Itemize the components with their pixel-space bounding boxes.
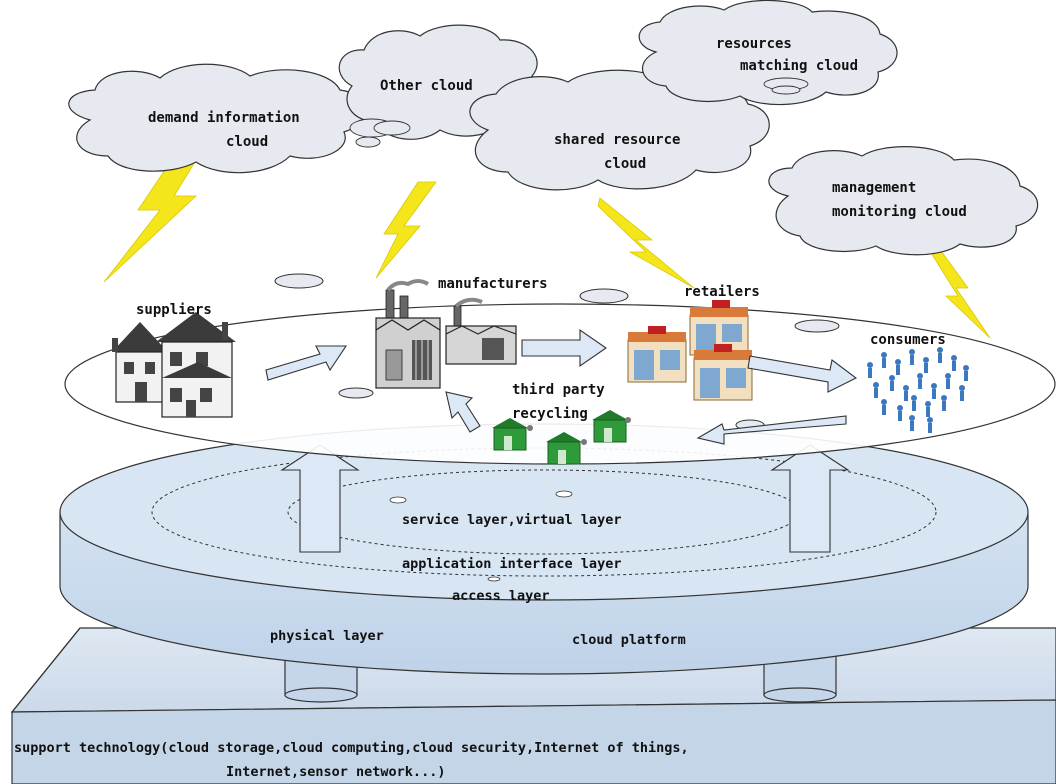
arrow-manufacturers-to-retailers	[521, 328, 607, 368]
demand-cloud-label-line1: demand information	[148, 110, 300, 126]
demand-cloud-label-line2: cloud	[226, 134, 268, 150]
management-cloud-label-line2: monitoring cloud	[832, 204, 967, 220]
up-arrow-left	[280, 444, 360, 553]
support-technology-label-line2: Internet,sensor network...)	[226, 764, 445, 780]
retailers-label: retailers	[684, 284, 760, 300]
recycling-label-line1: third party	[512, 382, 605, 398]
manufacturers-factory-icon	[375, 279, 517, 389]
management-monitoring-cloud	[768, 146, 1039, 256]
consumers-crowd-icon	[867, 347, 969, 433]
arrow-consumers-to-recycling	[696, 415, 847, 445]
lightning-shared	[597, 197, 695, 289]
arrow-recycling-to-manufacturers	[445, 391, 481, 433]
matching-cloud-label-line1: resources	[716, 36, 792, 52]
lightning-other	[375, 181, 437, 279]
arrow-retailers-to-consumers	[747, 355, 858, 393]
suppliers-house-icon	[112, 312, 236, 418]
up-arrow-right	[770, 444, 850, 553]
application-layer-label: application interface layer	[402, 556, 621, 572]
recycling-label-line2: recycling	[512, 406, 588, 422]
cloud-platform-label: cloud platform	[572, 632, 686, 648]
consumers-label: consumers	[870, 332, 946, 348]
arrow-suppliers-to-manufacturers	[265, 345, 348, 381]
shared-cloud-label-line1: shared resource	[554, 132, 680, 148]
lightning-management	[927, 243, 991, 339]
retailers-shop-icon	[627, 300, 753, 401]
management-cloud-label-line1: management	[832, 180, 916, 196]
support-technology-label-line1: support technology(cloud storage,cloud c…	[14, 740, 689, 756]
recycling-house-icon	[492, 410, 631, 465]
resources-matching-cloud	[638, 0, 898, 106]
manufacturers-label: manufacturers	[438, 276, 548, 292]
shared-cloud-label-line2: cloud	[604, 156, 646, 172]
suppliers-label: suppliers	[136, 302, 212, 318]
matching-cloud-label-line2: matching cloud	[740, 58, 858, 74]
access-layer-label: access layer	[452, 588, 550, 604]
other-cloud-label: Other cloud	[380, 78, 473, 94]
service-layer-label: service layer,virtual layer	[402, 512, 621, 528]
physical-layer-label: physical layer	[270, 628, 384, 644]
